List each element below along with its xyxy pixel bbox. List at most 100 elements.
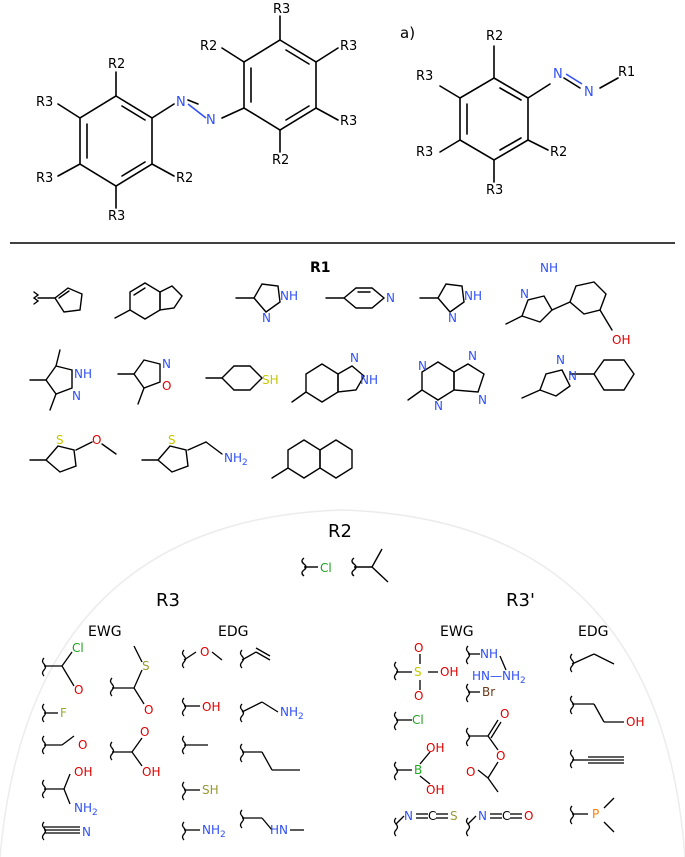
label-a-r3-lower-left: R3 bbox=[416, 145, 433, 160]
r1-phpz-n1: N bbox=[556, 353, 565, 367]
label-a-r3-upper-left: R3 bbox=[416, 69, 433, 84]
r3-o1: O bbox=[74, 683, 83, 697]
r1-pp-nh: NH bbox=[540, 261, 558, 275]
azo-n1: N bbox=[176, 95, 186, 110]
r3p-ewg: EWG bbox=[440, 624, 474, 640]
background-arc bbox=[0, 509, 685, 857]
label-a-r2-top: R2 bbox=[486, 29, 503, 44]
r3p-p: P bbox=[592, 807, 599, 821]
r3p-so3-o-bot: O bbox=[414, 689, 423, 703]
r1-thiopyran-sh: SH bbox=[262, 373, 279, 387]
r3prime-title: R3' bbox=[506, 590, 535, 611]
r3-f: F bbox=[60, 706, 67, 720]
r1-thiopyran bbox=[205, 365, 263, 391]
r3-o2: O bbox=[78, 738, 87, 752]
r1-imidazole-nh: NH bbox=[280, 289, 298, 303]
label-r3-left-bottom: R3 bbox=[108, 209, 125, 224]
r3-n-nitrile: N bbox=[82, 825, 91, 839]
r3p-anh-o2: O bbox=[496, 749, 505, 763]
r1-indazole bbox=[291, 363, 365, 403]
a-azo-n2: N bbox=[584, 85, 594, 100]
label-a-r2-right: R2 bbox=[550, 145, 567, 160]
r1-isox-o: O bbox=[162, 379, 171, 393]
r1-methoxythiophene bbox=[29, 441, 117, 473]
azo-n2: N bbox=[206, 113, 216, 128]
r1-imidazole-n: N bbox=[262, 311, 271, 325]
r1-pyrazole-nh: NH bbox=[464, 289, 482, 303]
r1-pp-oh: OH bbox=[612, 333, 630, 347]
r1-phpz-n2: N bbox=[568, 369, 577, 383]
panel-a-structure bbox=[439, 45, 619, 183]
r1-pyrazole-n: N bbox=[448, 311, 457, 325]
label-r2-lower: R2 bbox=[272, 153, 289, 168]
r3p-edg: EDG bbox=[578, 624, 608, 640]
r1-thiophene-star bbox=[32, 287, 83, 313]
r1-dimethylpyrazole bbox=[29, 349, 73, 411]
a-azo-n1: N bbox=[553, 67, 563, 82]
panel-a-label: a) bbox=[400, 24, 415, 42]
label-r2-left-right: R2 bbox=[176, 171, 193, 186]
r3p-so3-oh: OH bbox=[440, 665, 458, 679]
r1-amth-s: S bbox=[168, 433, 176, 447]
r1-mth-o: O bbox=[92, 433, 101, 447]
r3p-nco-c: C bbox=[502, 809, 510, 823]
r1-isox-n: N bbox=[162, 357, 171, 371]
r3p-hydrazine-hn: HN—NH2 bbox=[472, 669, 526, 686]
r3-o4: O bbox=[140, 725, 149, 739]
r1-mth-s: S bbox=[56, 433, 64, 447]
r3p-b: B bbox=[414, 763, 422, 777]
r3p-ncs-s: S bbox=[450, 809, 458, 823]
r1-imidazole bbox=[235, 283, 281, 313]
label-a-r1: R1 bbox=[618, 65, 635, 80]
r3-nh2-1: NH2 bbox=[74, 801, 98, 818]
label-r3-right: R3 bbox=[340, 114, 357, 129]
r1-pyrazole-phenol bbox=[505, 281, 613, 331]
r3p-nco-n: N bbox=[478, 809, 487, 823]
r3-s: S bbox=[142, 659, 150, 673]
r1-pyrazole-4 bbox=[419, 283, 465, 313]
r3p-so3-o-top: O bbox=[414, 641, 423, 655]
r3-methoxy-o: O bbox=[200, 645, 209, 659]
r1-dmp-nh: NH bbox=[74, 367, 92, 381]
r1-phenylpyrazole bbox=[521, 359, 635, 399]
r3-title: R3 bbox=[156, 590, 180, 611]
r3-ewg: EWG bbox=[88, 624, 122, 640]
label-r2-left-top: R2 bbox=[108, 57, 125, 72]
r3-cl: Cl bbox=[72, 641, 84, 655]
label-a-r3-bottom: R3 bbox=[486, 183, 503, 198]
r3p-oh-b1: OH bbox=[426, 741, 444, 755]
r1-amth-nh2: NH2 bbox=[224, 451, 248, 468]
label-r3-upper-right: R3 bbox=[340, 39, 357, 54]
r1-aminomethylthiophene bbox=[141, 441, 223, 473]
r1-pyridine bbox=[325, 287, 386, 309]
r1-purine-n1: N bbox=[418, 359, 427, 373]
label-r3-left-lower: R3 bbox=[36, 171, 53, 186]
r1-pp-n: N bbox=[520, 287, 529, 301]
r3p-br: Br bbox=[482, 685, 495, 699]
r3p-nco-o: O bbox=[524, 809, 533, 823]
r3p-ncs-n: N bbox=[404, 809, 413, 823]
r3-oh2: OH bbox=[142, 765, 160, 779]
r3-edg: EDG bbox=[218, 624, 248, 640]
r3-oh1: OH bbox=[74, 765, 92, 779]
r3p-oh-prop: OH bbox=[626, 715, 644, 729]
r3p-hydrazine-nh: NH bbox=[480, 647, 498, 661]
r1-purine-n3: N bbox=[468, 349, 477, 363]
r1-isoxazole bbox=[117, 359, 161, 405]
r3-oh3: OH bbox=[202, 700, 220, 714]
r1-indazole-n: N bbox=[350, 351, 359, 365]
r3p-ncs-c: C bbox=[428, 809, 436, 823]
r3p-cl: Cl bbox=[412, 713, 424, 727]
r1-pyridine-n: N bbox=[386, 291, 395, 305]
r1-purine-n2: N bbox=[434, 399, 443, 413]
r1-title: R1 bbox=[310, 260, 331, 276]
r3-hn: HN bbox=[270, 823, 288, 837]
r3-o3: O bbox=[144, 703, 153, 717]
r3p-s: S bbox=[414, 665, 422, 679]
r1-naphthalene bbox=[271, 439, 353, 479]
azobenzene-structure bbox=[57, 15, 339, 209]
label-r3-left-upper: R3 bbox=[36, 95, 53, 110]
r1-dmp-n: N bbox=[72, 389, 81, 403]
r3-nh2-2: NH2 bbox=[202, 823, 226, 840]
